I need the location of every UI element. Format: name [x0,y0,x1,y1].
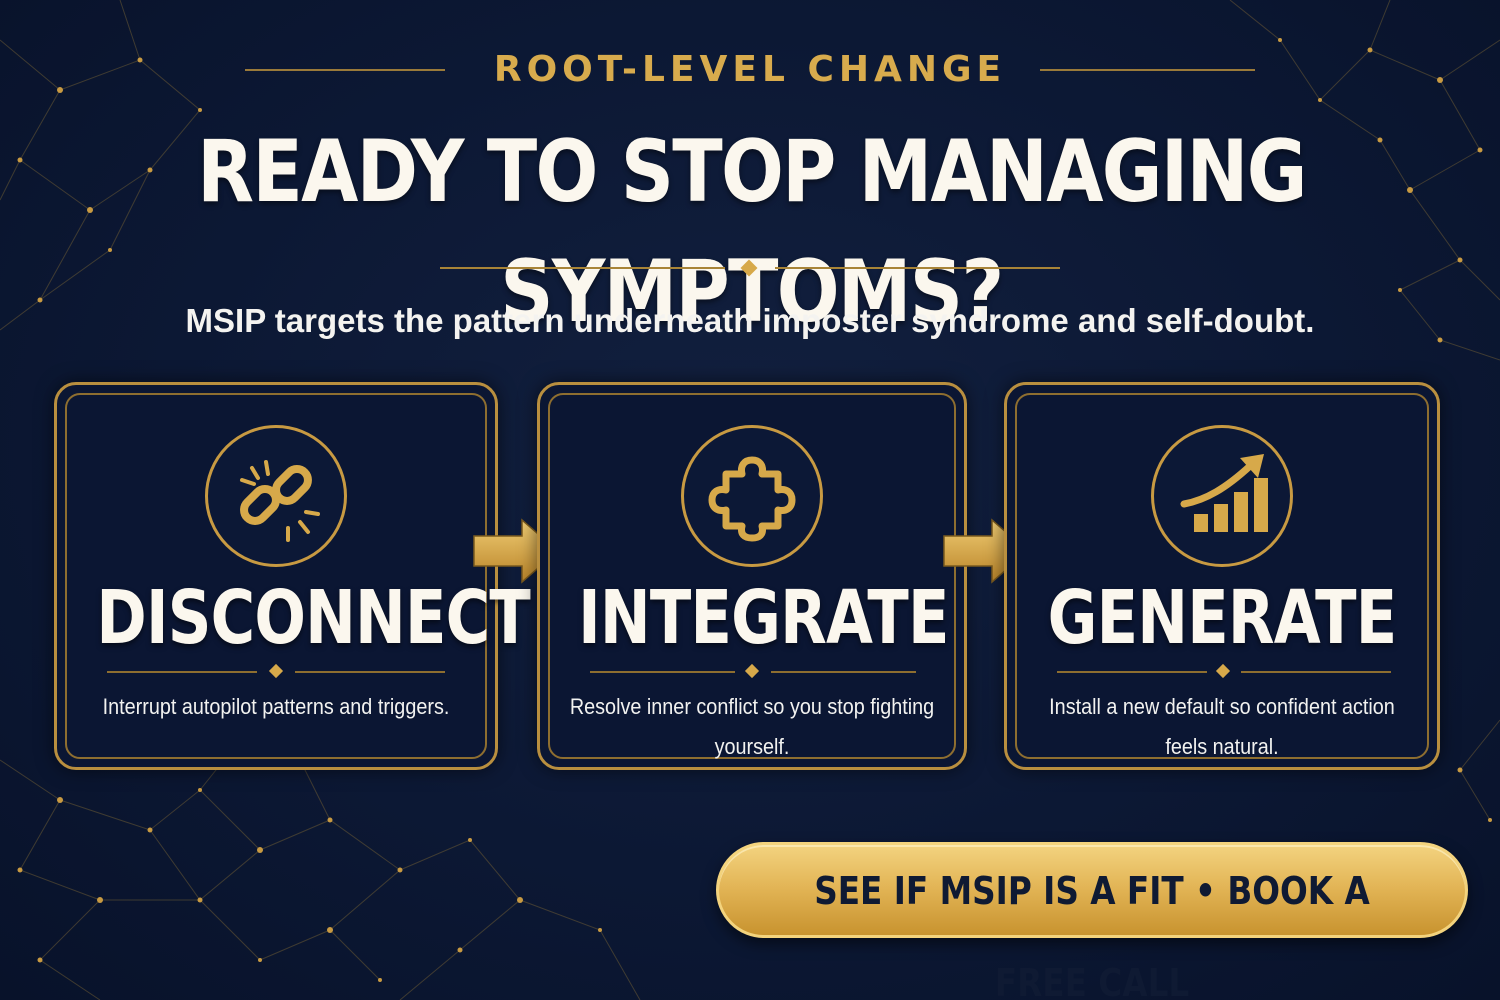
puzzle-piece-icon [681,425,823,567]
headline-divider-left [440,267,725,269]
step-title: DISCONNECT [96,575,530,661]
book-call-button-label: SEE IF MSIP IS A FIT • BOOK A FREE CALL [814,869,1370,1000]
broken-chain-icon [205,425,347,567]
card-inner-border [1015,393,1429,759]
card-divider-right [295,671,445,673]
headline-divider-right [775,267,1060,269]
step-title: GENERATE [1047,575,1398,661]
eyebrow-row: ROOT-LEVEL CHANGE [0,40,1500,100]
eyebrow-label: ROOT-LEVEL CHANGE [493,49,1007,90]
eyebrow-right-rule [1040,69,1255,71]
growth-chart-icon [1151,425,1293,567]
page-headline: READY TO STOP MANAGING SYMPTOMS? [197,122,1307,342]
card-divider-right [1241,671,1391,673]
card-divider-left [590,671,735,673]
step-description: Resolve inner conflict so you stop fight… [569,694,935,759]
step-title: INTEGRATE [578,575,949,661]
card-divider-right [771,671,916,673]
step-card-generate: GENERATE Install a new default so confid… [1004,382,1440,770]
page-subtitle: MSIP targets the pattern underneath impo… [185,302,1315,339]
step-card-disconnect: DISCONNECT Interrupt autopilot patterns … [54,382,531,770]
step-card-integrate: INTEGRATE Resolve inner conflict so you … [537,382,967,770]
card-inner-border [548,393,956,759]
eyebrow-left-rule [245,69,445,71]
card-inner-border [65,393,487,759]
card-divider-left [107,671,257,673]
card-divider-left [1057,671,1207,673]
step-description: Install a new default so confident actio… [1049,694,1395,759]
step-description: Interrupt autopilot patterns and trigger… [102,694,450,719]
book-call-button[interactable]: SEE IF MSIP IS A FIT • BOOK A FREE CALL [716,842,1468,1000]
